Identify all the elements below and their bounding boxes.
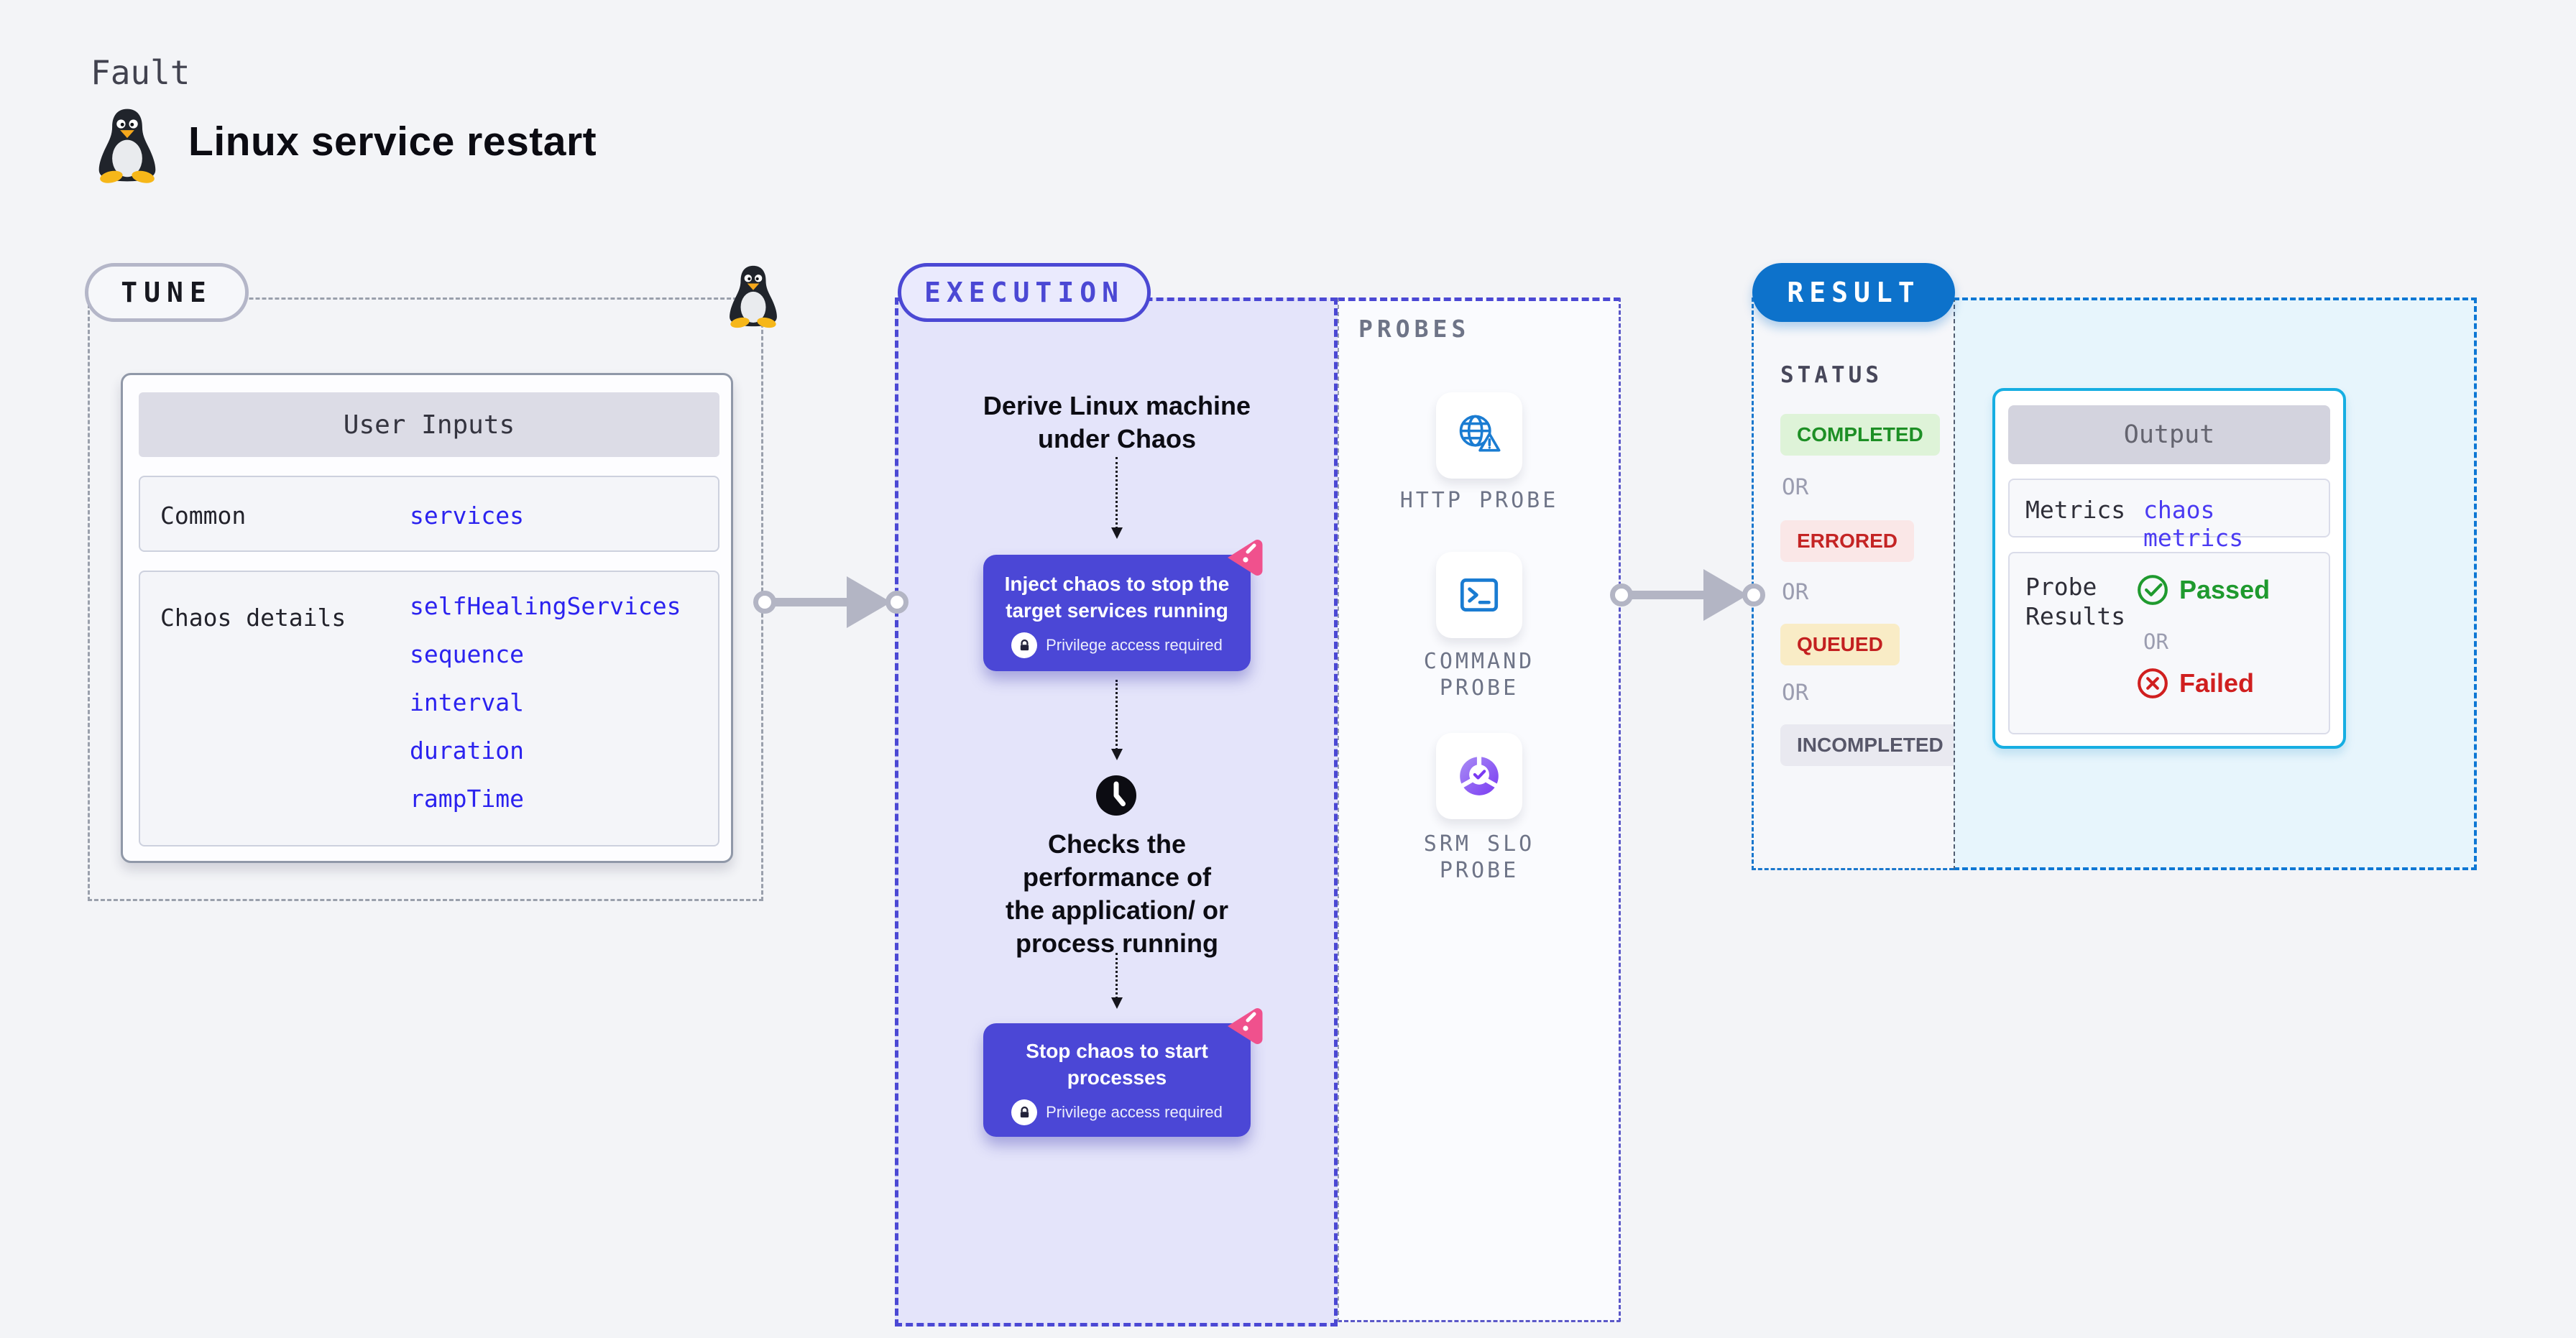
flow-connector — [1110, 457, 1123, 539]
tux-penguin-icon — [98, 109, 156, 183]
param-interval: interval — [410, 688, 524, 716]
param-duration: duration — [410, 737, 524, 765]
failed-label: Failed — [2179, 668, 2255, 698]
srm-slo-probe-card — [1436, 733, 1522, 819]
arrow-end-dot — [1742, 583, 1765, 606]
clock-icon — [1096, 775, 1136, 816]
arrow-shaft — [1630, 591, 1706, 599]
privilege-label: Privilege access required — [1046, 636, 1223, 654]
privilege-badge: Privilege access required — [1011, 632, 1223, 658]
flow-connector — [1110, 953, 1123, 1009]
inject-chaos-title: Inject chaos to stop the target services… — [1004, 573, 1230, 622]
tux-penguin-small-icon — [730, 265, 777, 328]
or-separator: OR — [1782, 680, 1809, 706]
derive-step-text: Derive Linux machine under Chaos — [983, 391, 1251, 453]
arrow-shaft — [773, 598, 850, 606]
slo-donut-icon — [1460, 755, 1499, 795]
probe-results-label: Probe Results — [2025, 573, 2126, 630]
chaos-detail-params: selfHealingServices sequence interval du… — [410, 592, 681, 833]
result-status-box — [1752, 297, 1954, 870]
arrow-start-dot — [753, 591, 776, 614]
param-sequence: sequence — [410, 640, 524, 668]
result-pill: RESULT — [1752, 263, 1955, 322]
status-badge-incompleted: INCOMPLETED — [1780, 724, 1960, 766]
status-badge-errored: ERRORED — [1780, 520, 1915, 562]
param-self-healing-services: selfHealingServices — [410, 592, 681, 620]
output-card: Output Metrics chaos metrics Probe Resul… — [1992, 388, 2346, 749]
row-label: Common — [160, 502, 247, 530]
page-title: Linux service restart — [188, 119, 597, 165]
chaos-hub-icon — [1228, 1008, 1263, 1044]
tune-pill: TUNE — [85, 263, 249, 322]
probes-title: PROBES — [1358, 315, 1471, 343]
command-probe-card — [1436, 552, 1522, 638]
x-circle-icon — [2138, 668, 2168, 698]
chaos-hub-icon — [1228, 540, 1263, 576]
arrow-start-dot — [1610, 583, 1633, 606]
terminal-icon — [1460, 578, 1499, 612]
param-ramp-time: rampTime — [410, 785, 524, 813]
or-separator: OR — [2143, 629, 2168, 654]
srm-slo-probe-label: SRM SLO PROBE — [1423, 831, 1535, 883]
failed-result: Failed — [2136, 667, 2254, 700]
user-inputs-row-common: Common services — [139, 476, 719, 552]
stop-chaos-title: Stop chaos to start processes — [1026, 1040, 1208, 1089]
stop-chaos-card: Stop chaos to start processes Privilege … — [983, 1023, 1251, 1137]
execution-pill: EXECUTION — [898, 263, 1151, 322]
user-inputs-header: User Inputs — [139, 392, 719, 457]
or-separator: OR — [1782, 474, 1809, 500]
globe-alert-icon — [1459, 415, 1501, 452]
probe-results-row: Probe Results Passed OR Failed — [2008, 552, 2330, 734]
metrics-row: Metrics chaos metrics — [2008, 479, 2330, 552]
user-inputs-card: User Inputs Common services Chaos detail… — [121, 373, 733, 863]
metrics-value: chaos metrics — [2143, 496, 2244, 552]
flow-connector — [1110, 680, 1123, 760]
privilege-label: Privilege access required — [1046, 1103, 1223, 1121]
status-badge-queued: QUEUED — [1780, 624, 1900, 665]
status-title: STATUS — [1780, 362, 1882, 388]
checks-step-text: Checks the performance of the applicatio… — [1005, 829, 1229, 958]
command-probe-label: COMMAND PROBE — [1423, 649, 1535, 701]
http-probe-card — [1436, 392, 1522, 479]
user-inputs-row-chaos-details: Chaos details selfHealingServices sequen… — [139, 571, 719, 846]
output-header: Output — [2008, 405, 2330, 464]
lock-icon — [1011, 632, 1038, 658]
lock-icon — [1011, 1099, 1038, 1125]
inject-chaos-card: Inject chaos to stop the target services… — [983, 555, 1251, 671]
privilege-badge: Privilege access required — [1011, 1099, 1223, 1125]
fault-kicker: Fault — [91, 53, 190, 92]
or-separator: OR — [1782, 579, 1809, 605]
arrow-end-dot — [886, 591, 908, 614]
passed-label: Passed — [2179, 575, 2271, 604]
metrics-label: Metrics — [2025, 496, 2126, 524]
arrow-head-icon — [847, 576, 891, 628]
status-badge-completed: COMPLETED — [1780, 414, 1940, 456]
param-services: services — [410, 502, 524, 530]
passed-result: Passed — [2136, 573, 2270, 606]
row-label: Chaos details — [160, 604, 346, 632]
arrow-head-icon — [1703, 569, 1748, 621]
http-probe-label: HTTP PROBE — [1399, 488, 1559, 513]
check-circle-icon — [2138, 575, 2168, 605]
